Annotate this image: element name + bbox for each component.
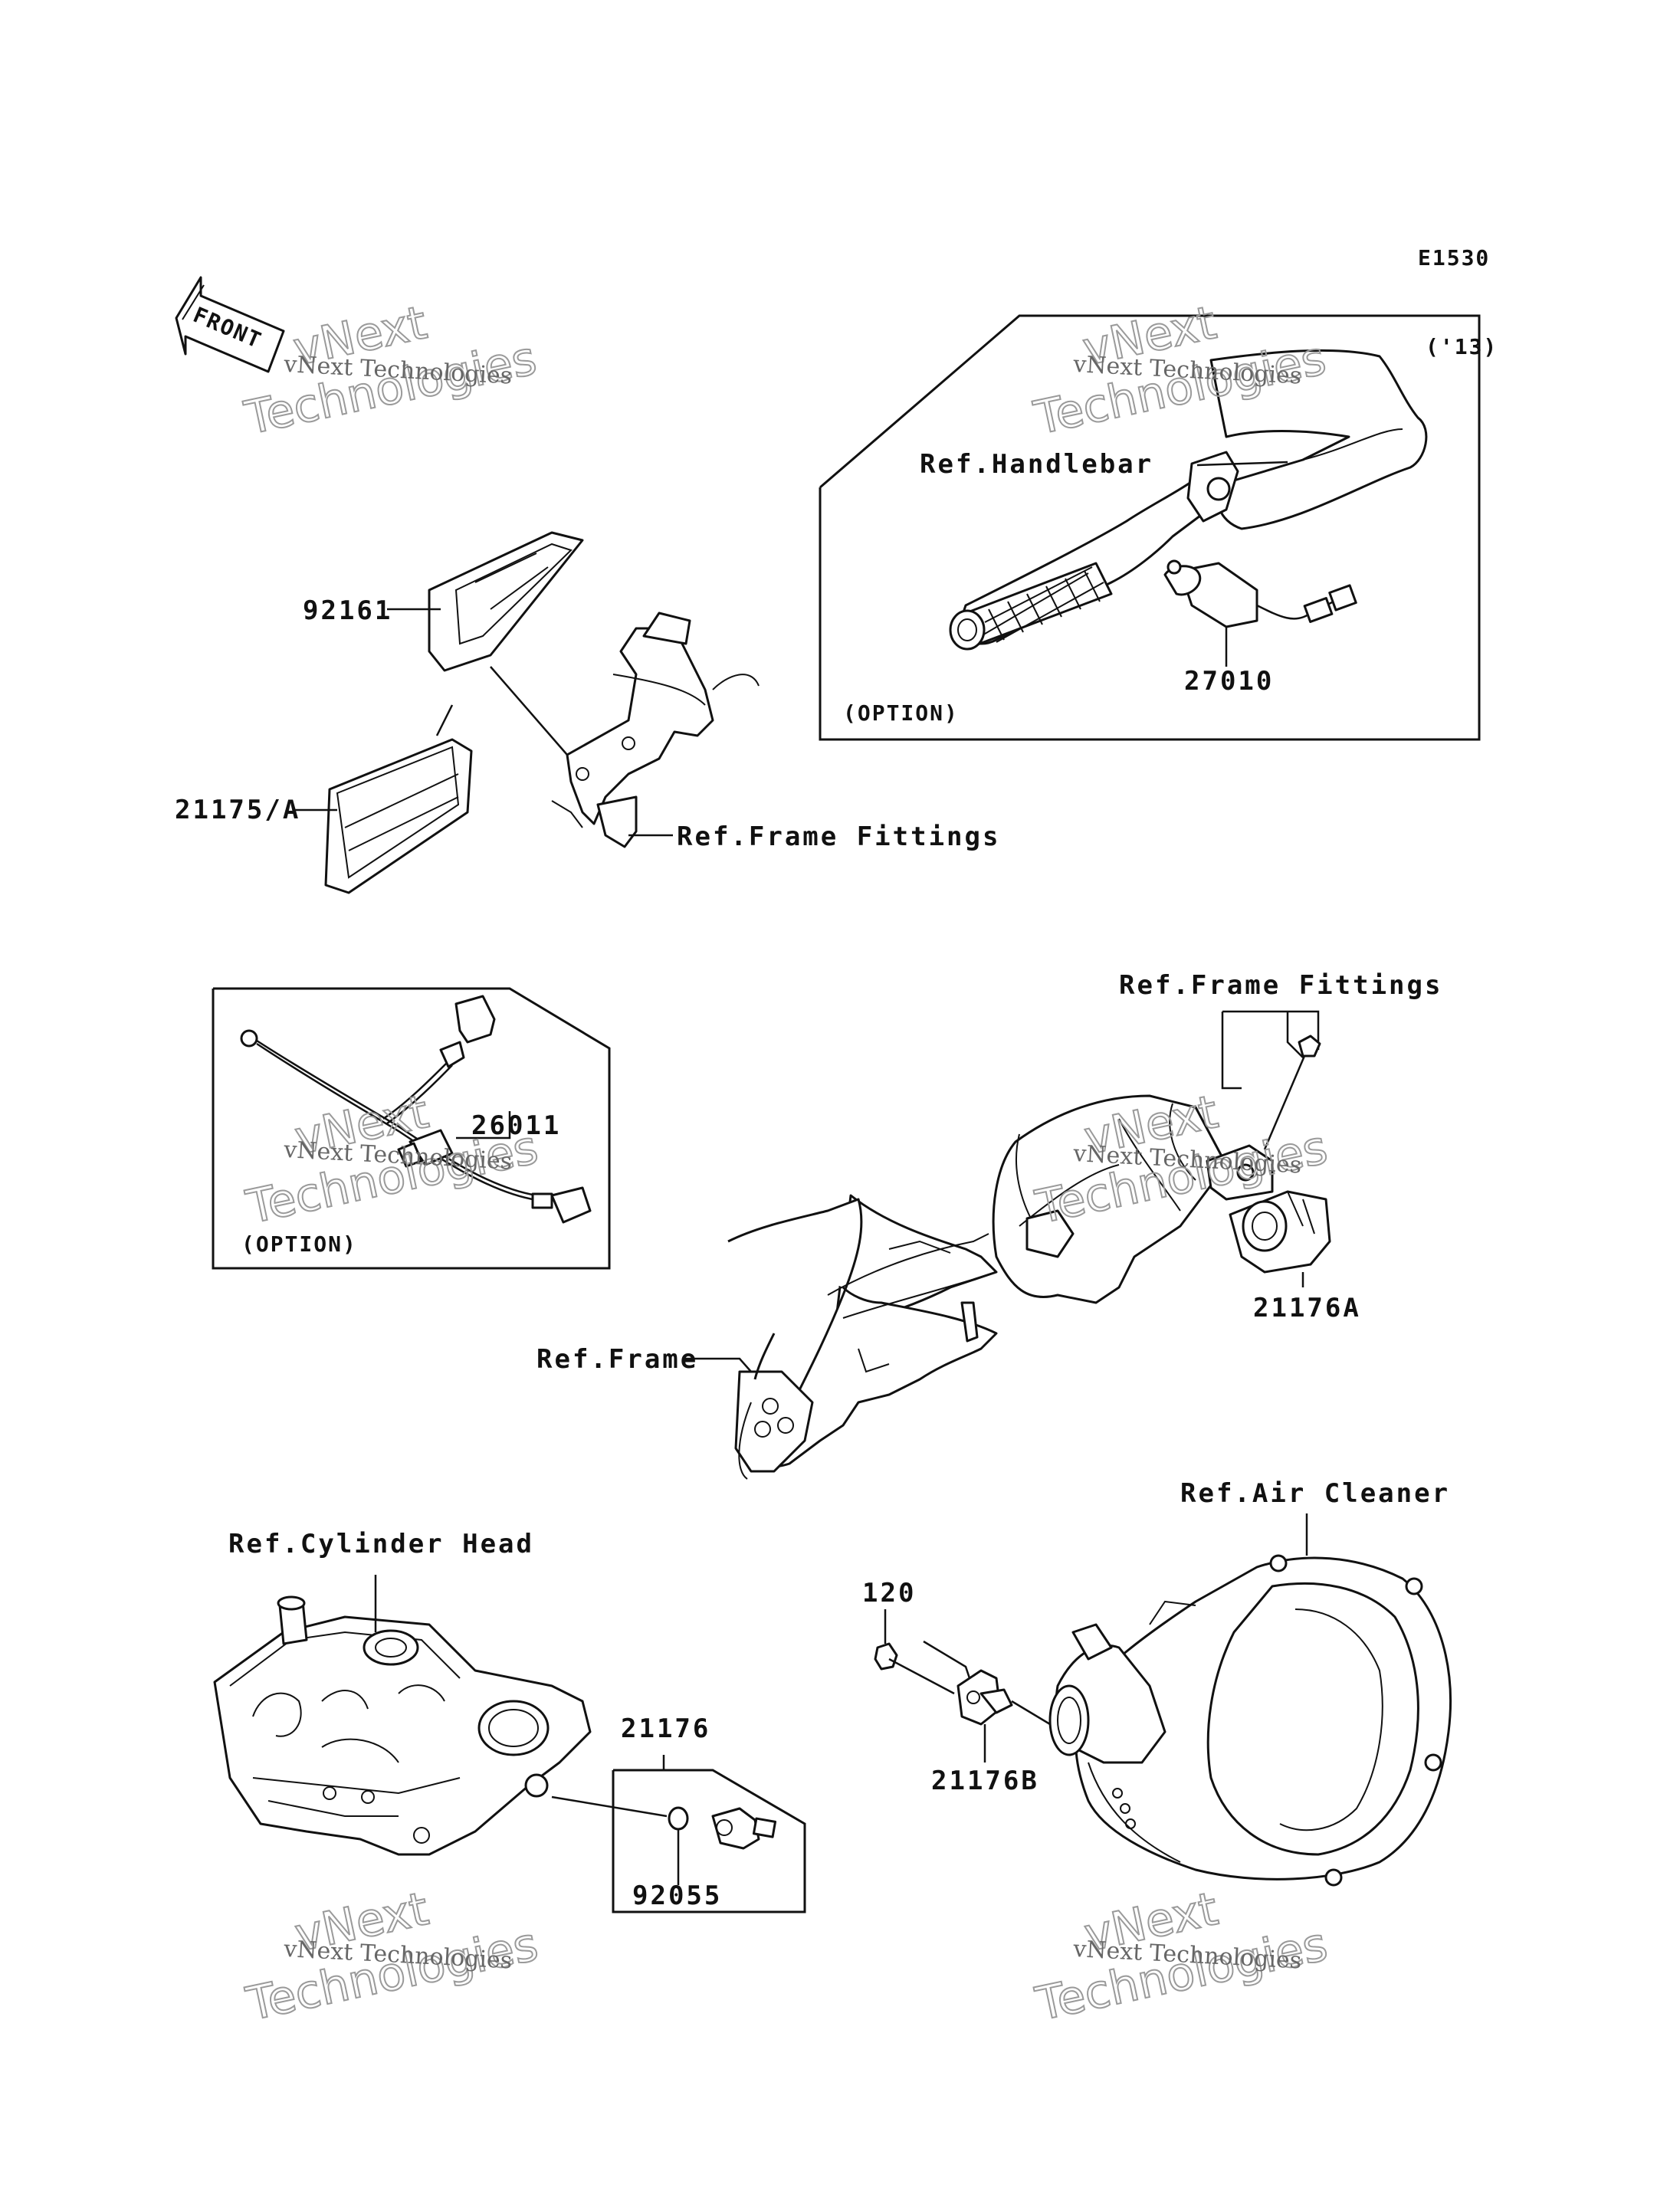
frame-drawing bbox=[727, 1094, 1228, 1480]
label-21176b: 21176B bbox=[931, 1766, 1039, 1796]
bolt-120-drawing bbox=[874, 1642, 955, 1695]
ecu-cover-92161-drawing bbox=[428, 531, 584, 672]
year-note: ('13) bbox=[1426, 334, 1498, 359]
sensor-21176a-drawing bbox=[1206, 1035, 1331, 1274]
harness-option-box: (OPTION) bbox=[212, 987, 611, 1270]
label-ref-frame-fittings-lower: Ref.Frame Fittings bbox=[1119, 970, 1442, 1001]
harness-26011-drawing bbox=[240, 995, 592, 1224]
sensor-21176b-drawing bbox=[956, 1669, 1051, 1726]
ecu-bracket-drawing bbox=[551, 612, 760, 848]
label-120: 120 bbox=[862, 1578, 916, 1608]
label-ref-frame-fittings-upper: Ref.Frame Fittings bbox=[677, 821, 1000, 852]
air-cleaner-drawing bbox=[1048, 1554, 1452, 1887]
label-ref-handlebar: Ref.Handlebar bbox=[920, 449, 1153, 480]
handlebar-option-box: ('13) (OPTION) bbox=[819, 314, 1498, 741]
label-92055: 92055 bbox=[632, 1881, 722, 1911]
cylinder-head-drawing bbox=[213, 1595, 592, 1856]
option-note-handlebar: (OPTION) bbox=[843, 700, 959, 726]
label-21175-a: 21175/A bbox=[175, 795, 300, 825]
label-21176: 21176 bbox=[621, 1713, 710, 1744]
handlebar-drawing bbox=[949, 349, 1428, 651]
diagram-code: E1530 bbox=[1418, 245, 1490, 271]
label-27010: 27010 bbox=[1184, 666, 1274, 697]
option-note-harness: (OPTION) bbox=[241, 1231, 357, 1257]
label-92161: 92161 bbox=[303, 595, 392, 626]
label-ref-air-cleaner: Ref.Air Cleaner bbox=[1180, 1478, 1450, 1509]
label-ref-cylinder-head: Ref.Cylinder Head bbox=[228, 1529, 534, 1559]
ecu-21175-drawing bbox=[324, 738, 473, 894]
sensor-21176-drawing bbox=[668, 1806, 777, 1850]
label-26011: 26011 bbox=[471, 1110, 561, 1141]
label-ref-frame: Ref.Frame bbox=[536, 1344, 698, 1375]
switch-27010-drawing bbox=[1163, 559, 1357, 628]
front-arrow-icon: FRONT bbox=[175, 276, 285, 373]
label-21176a: 21176A bbox=[1253, 1293, 1361, 1323]
